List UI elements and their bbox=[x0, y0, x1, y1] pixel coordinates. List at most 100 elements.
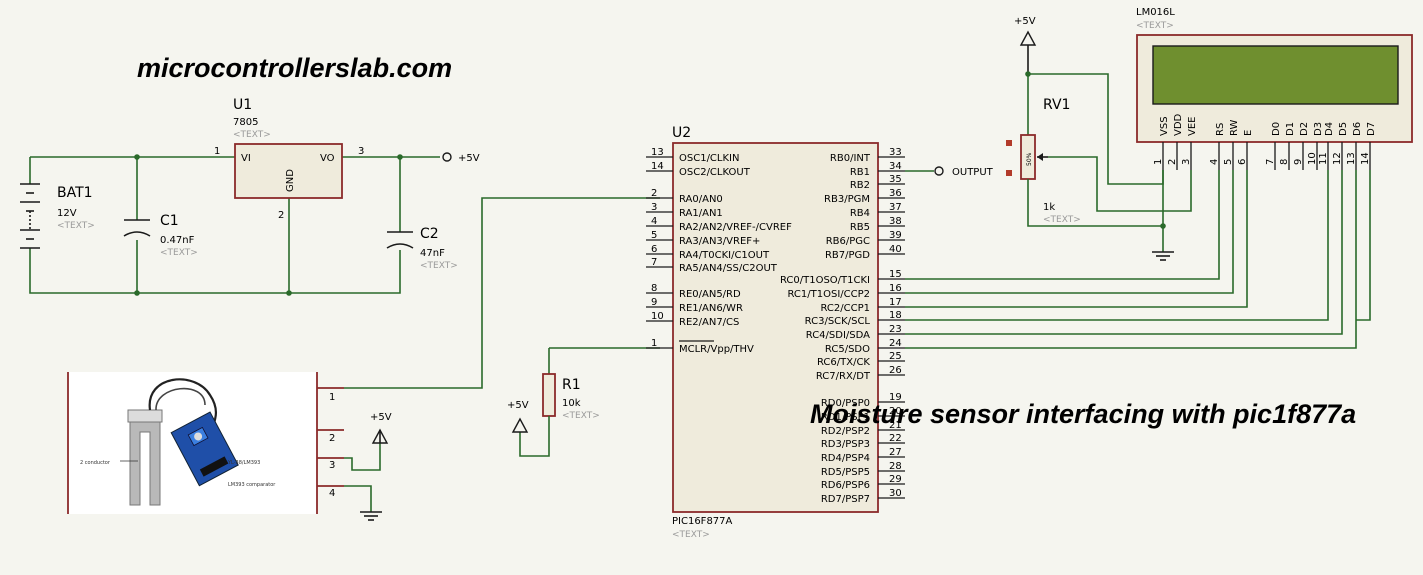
mcu-pin-number: 3 bbox=[651, 202, 657, 213]
sensor-pin-2: 2 bbox=[329, 433, 335, 444]
battery-text-placeholder: <TEXT> bbox=[57, 221, 95, 231]
mcu-pin-name: RD2/PSP2 bbox=[821, 426, 870, 437]
rv1-vcc-label: +5V bbox=[1014, 16, 1036, 27]
mcu-pin-name: RD5/PSP5 bbox=[821, 467, 870, 478]
mcu-pin-name: OSC1/CLKIN bbox=[679, 153, 739, 164]
mcu-right-pins: 33RB0/INT34RB135RB236RB3/PGM37RB438RB539… bbox=[780, 147, 905, 505]
mcu-pin-name: RB4 bbox=[850, 208, 870, 219]
mcu-pin-number: 6 bbox=[651, 244, 657, 255]
sensor-label-module: LM393 comparator bbox=[228, 482, 276, 488]
lcd-pin-name: D5 bbox=[1338, 122, 1349, 136]
lcd-pin-name: RS bbox=[1215, 123, 1226, 136]
regulator-pin3: 3 bbox=[358, 146, 364, 157]
lcd-pin-name: D3 bbox=[1313, 122, 1324, 136]
regulator-vi-label: VI bbox=[241, 153, 251, 164]
mcu-pin-number: 16 bbox=[889, 283, 902, 294]
lcd-pin-number: 12 bbox=[1332, 152, 1343, 165]
mcu-pin-number: 2 bbox=[651, 188, 657, 199]
mcu-pin-number: 4 bbox=[651, 216, 657, 227]
capacitor-c1-symbol bbox=[123, 219, 151, 237]
mcu-pin-number: 38 bbox=[889, 216, 902, 227]
mcu-pin-name: RD6/PSP6 bbox=[821, 480, 870, 491]
mcu-pin-name: RB3/PGM bbox=[824, 194, 870, 205]
mcu-pin-number: 28 bbox=[889, 461, 902, 472]
capacitor-c2-symbol bbox=[386, 231, 414, 249]
potentiometer-rv1: +5V 50% RV1 1k <TEXT> bbox=[1006, 16, 1192, 261]
lcd-pin-number: 11 bbox=[1318, 152, 1329, 165]
mcu-pin-name: RA0/AN0 bbox=[679, 194, 723, 205]
lcd-screen bbox=[1152, 45, 1399, 105]
mcu-pin-number: 30 bbox=[889, 488, 902, 499]
mcu-pic16f877a: U2 13OSC1/CLKIN14OSC2/CLKOUT2RA0/AN03RA1… bbox=[646, 125, 905, 540]
mcu-pin-name: RD0/PSP0 bbox=[821, 398, 870, 409]
lcd-text-placeholder: <TEXT> bbox=[1136, 21, 1174, 31]
lcd-pin-name: RW bbox=[1229, 119, 1240, 136]
lcd-pin-name: D1 bbox=[1285, 122, 1296, 136]
mcu-pin-number: 33 bbox=[889, 147, 902, 158]
regulator-output-terminal bbox=[442, 152, 452, 162]
mcu-pin-name: RB0/INT bbox=[830, 153, 871, 164]
lcd-lm016l: LM016L <TEXT> VSS1VDD2VEE3RS4RW5E6D07D18… bbox=[1136, 7, 1413, 170]
mcu-pin-name: RD1/PSP1 bbox=[821, 412, 870, 423]
sensor-pin-1: 1 bbox=[329, 392, 335, 403]
mcu-pin-name: RB5 bbox=[850, 222, 870, 233]
mcu-pin-name: RD4/PSP4 bbox=[821, 453, 870, 464]
lcd-pin-number: 4 bbox=[1209, 159, 1220, 165]
regulator-pin2: 2 bbox=[278, 210, 284, 221]
mcu-pin-number: 35 bbox=[889, 174, 902, 185]
lcd-ref: LM016L bbox=[1136, 7, 1175, 18]
lcd-pin-number: 10 bbox=[1307, 152, 1318, 165]
sensor-vcc-label: +5V bbox=[370, 412, 392, 423]
lcd-pin-name: D2 bbox=[1299, 122, 1310, 136]
regulator-pin1: 1 bbox=[214, 146, 220, 157]
sensor-label-conductor: 2 conductor bbox=[80, 460, 111, 466]
mcu-text-placeholder: <TEXT> bbox=[672, 530, 710, 540]
lcd-pin-number: 14 bbox=[1360, 152, 1371, 165]
r1-value: 10k bbox=[562, 398, 581, 409]
regulator-text-placeholder: <TEXT> bbox=[233, 130, 271, 140]
mcu-pin-number: 14 bbox=[651, 161, 664, 172]
sensor-pin-4: 4 bbox=[329, 488, 335, 499]
lcd-pin-name: E bbox=[1243, 130, 1254, 136]
mcu-pin-name: RC6/TX/CK bbox=[817, 357, 870, 368]
resistor-r1-body bbox=[542, 373, 556, 417]
lcd-pin-number: 6 bbox=[1237, 159, 1248, 165]
sensor-board-image bbox=[170, 411, 239, 487]
rv1-ref: RV1 bbox=[1043, 97, 1070, 113]
mcu-pin-number: 40 bbox=[889, 244, 902, 255]
mcu-pin-number: 27 bbox=[889, 447, 902, 458]
mcu-pin-number: 15 bbox=[889, 269, 902, 280]
lcd-pin-number: 13 bbox=[1346, 152, 1357, 165]
lcd-pin-name: VDD bbox=[1173, 113, 1184, 136]
r1-vcc-symbol bbox=[511, 417, 529, 433]
lcd-pin-name: VSS bbox=[1159, 116, 1170, 136]
power-supply-section: BAT1 12V <TEXT> C1 0.47nF <TEXT> U1 7805… bbox=[20, 97, 480, 296]
mcu-pin-name: RC3/SCK/SCL bbox=[805, 316, 871, 327]
sensor-vcc-symbol bbox=[371, 428, 389, 444]
mcu-pin-number: 29 bbox=[889, 474, 902, 485]
lcd-pin-number: 9 bbox=[1293, 159, 1304, 165]
c2-ref: C2 bbox=[420, 226, 439, 242]
regulator-gnd-label: GND bbox=[285, 169, 296, 192]
mcu-pin-name: RD3/PSP3 bbox=[821, 439, 870, 450]
r1-ref: R1 bbox=[562, 377, 581, 393]
mcu-pin-number: 36 bbox=[889, 188, 902, 199]
mcu-pin-name: RC7/RX/DT bbox=[816, 371, 871, 382]
mcu-pin-name: RC1/T1OSI/CCP2 bbox=[787, 289, 870, 300]
mcu-pin-name: RB2 bbox=[850, 180, 870, 191]
diagram-title: Moisture sensor interfacing with pic1f87… bbox=[810, 399, 1356, 429]
resistor-r1-group: +5V R1 10k <TEXT> bbox=[507, 347, 660, 457]
mcu-pin-name: RA3/AN3/VREF+ bbox=[679, 236, 760, 247]
mcu-pin-number: 37 bbox=[889, 202, 902, 213]
output-terminal bbox=[934, 166, 944, 176]
c2-value: 47nF bbox=[420, 248, 445, 259]
mcu-pin-name: RE2/AN7/CS bbox=[679, 317, 739, 328]
mcu-pin-number: 25 bbox=[889, 351, 902, 362]
mcu-pin-name: RC2/CCP1 bbox=[820, 303, 870, 314]
mcu-pin-number: 5 bbox=[651, 230, 657, 241]
mcu-pin-name: RB1 bbox=[850, 167, 870, 178]
regulator-output-label: +5V bbox=[458, 153, 480, 164]
lcd-pin-number: 1 bbox=[1153, 159, 1164, 165]
sensor-ground-symbol bbox=[360, 511, 382, 521]
